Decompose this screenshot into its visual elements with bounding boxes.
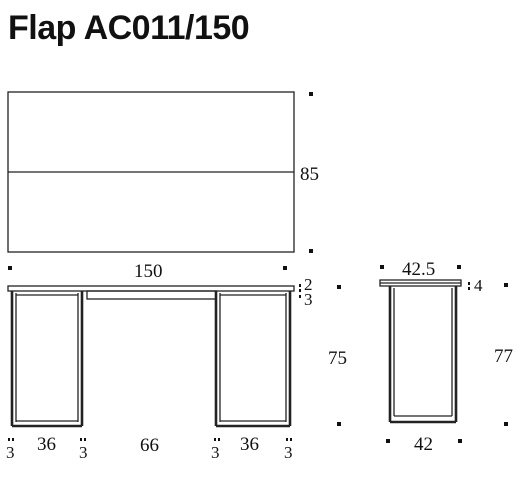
side-view: 42.5 4 77 42 <box>379 259 513 455</box>
side-thickness-tick-a <box>468 282 470 285</box>
height-side-label: 77 <box>494 346 513 367</box>
side-top-thickness-label: 4 <box>474 276 483 295</box>
bottom-tick-1 <box>8 438 10 441</box>
height-side-tick-bottom <box>504 422 508 426</box>
leg-right-outer-label: 3 <box>284 443 293 462</box>
bottom-tick-4 <box>84 438 86 441</box>
width-label: 150 <box>134 261 163 282</box>
left-pedestal <box>10 291 84 428</box>
gap-middle-label: 66 <box>140 435 159 456</box>
pedestal-right-label: 36 <box>240 434 259 455</box>
height-front-tick-bottom <box>337 422 341 426</box>
bottom-tick-5 <box>214 438 216 441</box>
width-tick-right <box>283 266 287 270</box>
pedestal-left-label: 36 <box>37 434 56 455</box>
product-title: Flap AC011/150 <box>8 9 250 47</box>
middle-apron <box>86 290 217 300</box>
height-front-label: 75 <box>328 348 347 369</box>
side-base-tick-right <box>458 439 462 443</box>
depth-label: 85 <box>300 164 319 185</box>
side-depth-tick-left <box>380 265 384 269</box>
depth-tick-top <box>309 92 313 96</box>
width-tick-left <box>8 266 12 270</box>
desk-top-board <box>7 285 295 292</box>
side-base-label: 42 <box>414 434 433 455</box>
top-thickness-label-a: 2 <box>304 275 313 294</box>
thickness-tick-a <box>299 284 301 287</box>
side-base-tick-left <box>386 439 390 443</box>
height-front-tick-top <box>337 285 341 289</box>
bottom-tick-2 <box>12 438 14 441</box>
leg-left-outer-label: 3 <box>6 443 15 462</box>
top-view: 85 <box>7 91 319 253</box>
leg-right-inner-label: 3 <box>211 443 220 462</box>
depth-tick-bottom <box>309 249 313 253</box>
height-side-tick-top <box>504 283 508 287</box>
bottom-tick-6 <box>218 438 220 441</box>
bottom-tick-8 <box>290 438 292 441</box>
top-thickness-label-b: 3 <box>304 290 313 309</box>
side-depth-label: 42.5 <box>402 259 435 280</box>
leg-left-inner-label: 3 <box>79 443 88 462</box>
side-thickness-tick-b <box>468 287 470 290</box>
bottom-tick-7 <box>286 438 288 441</box>
bottom-tick-3 <box>80 438 82 441</box>
right-pedestal <box>214 291 292 428</box>
thickness-tick-b <box>299 289 301 292</box>
front-view: 150 2 3 <box>6 261 347 462</box>
thickness-tick-c <box>299 295 301 298</box>
side-depth-tick-right <box>457 265 461 269</box>
